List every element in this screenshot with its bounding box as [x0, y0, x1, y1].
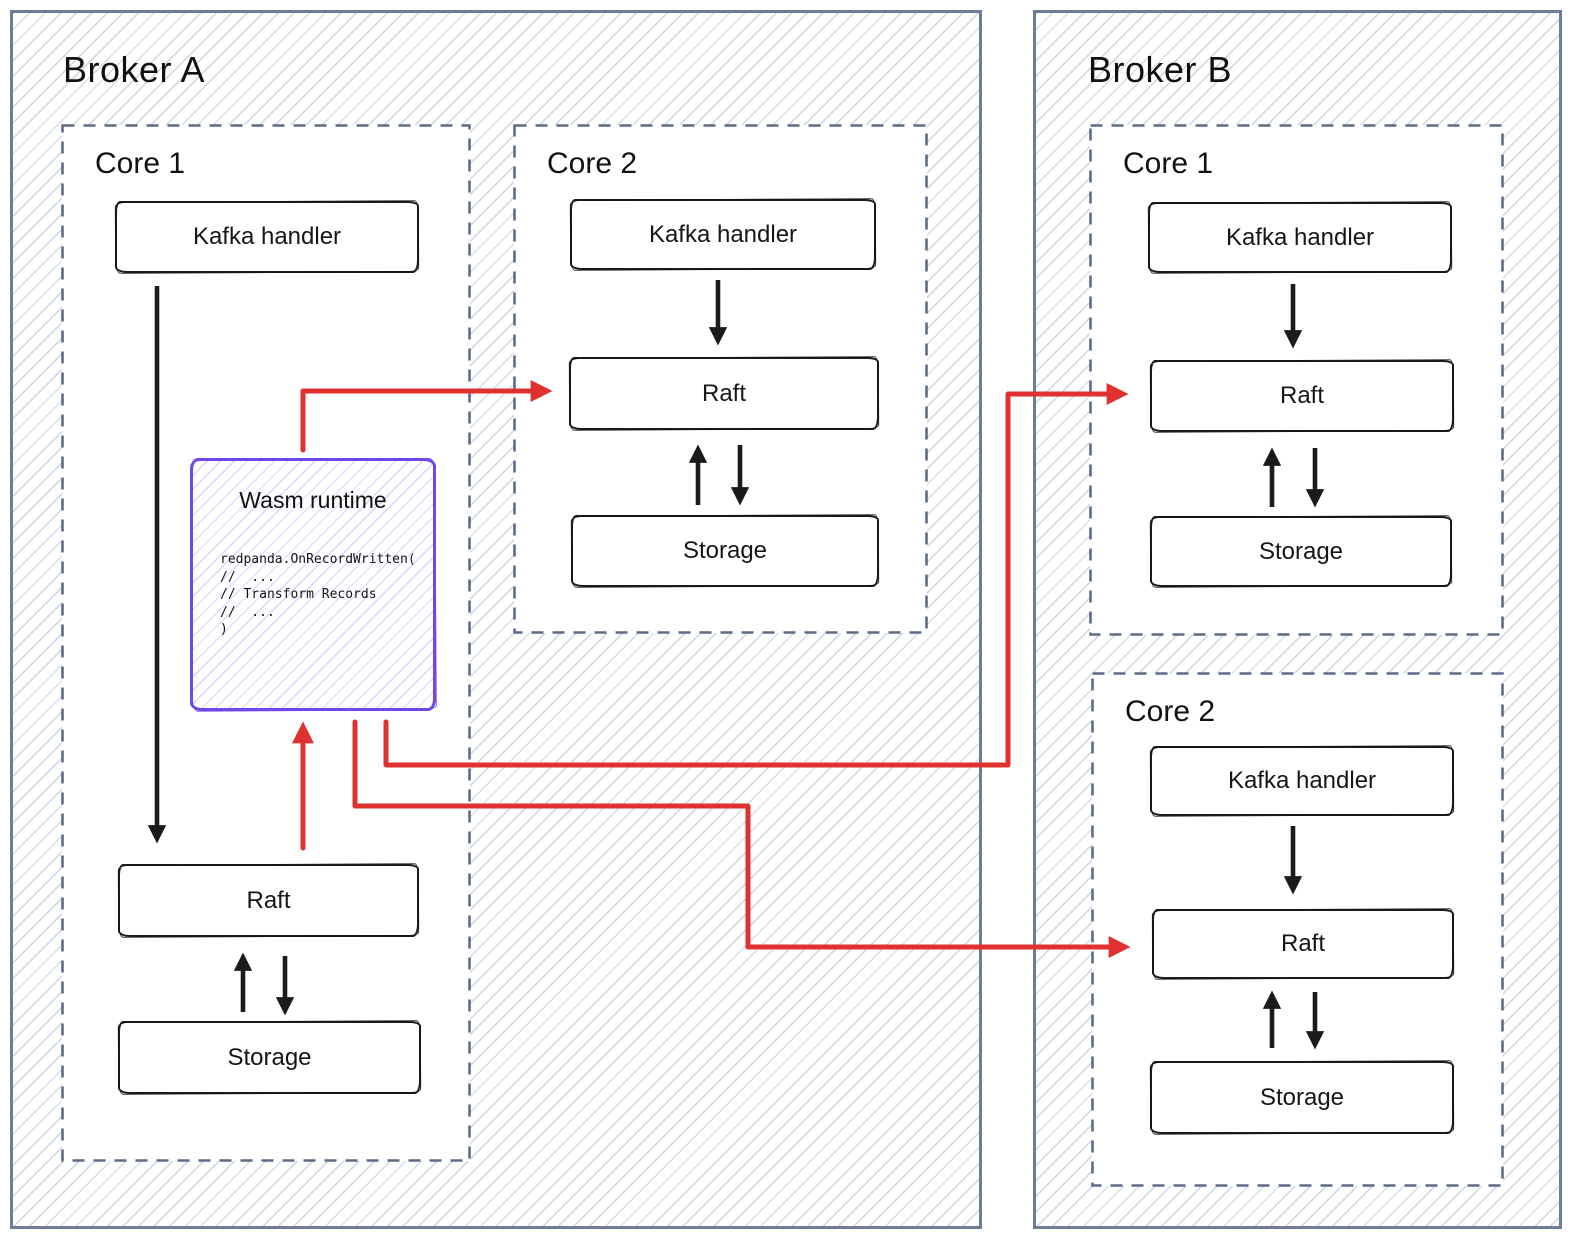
wasm-runtime-code: redpanda.OnRecordWritten( // ... // Tran…: [220, 552, 416, 637]
broker-b-core-1-kafka-handler-node: Kafka handler: [1148, 202, 1452, 273]
broker-a-core-2-raft-node: Raft: [569, 357, 879, 430]
broker-b-title: Broker B: [1088, 49, 1233, 90]
broker-b-core-2-title: Core 2: [1125, 695, 1216, 728]
broker-b-core-1-title: Core 1: [1123, 147, 1214, 180]
broker-a-core-2-kafka-handler-node: Kafka handler: [570, 199, 876, 270]
broker-a-core-1-storage-node: Storage: [118, 1021, 421, 1094]
broker-b-core-2-storage-node: Storage: [1150, 1061, 1454, 1134]
broker-a-core-1-raft-node: Raft: [118, 864, 419, 937]
broker-b-core-2-raft-node: Raft: [1152, 909, 1454, 979]
broker-b-core-2-kafka-handler-node: Kafka handler: [1150, 746, 1454, 816]
broker-b-core-1-raft-node: Raft: [1150, 360, 1454, 432]
wasm-runtime-box: Wasm runtime redpanda.OnRecordWritten( /…: [190, 458, 436, 711]
broker-a-core-1-title: Core 1: [95, 147, 186, 180]
broker-a-core-2-storage-node: Storage: [571, 515, 879, 587]
broker-a-core-2-title: Core 2: [547, 147, 638, 180]
broker-a-core-1-kafka-handler-node: Kafka handler: [115, 201, 419, 273]
broker-b-core-1-storage-node: Storage: [1150, 516, 1452, 587]
broker-a-title: Broker A: [63, 49, 206, 90]
wasm-runtime-title: Wasm runtime: [239, 487, 387, 513]
